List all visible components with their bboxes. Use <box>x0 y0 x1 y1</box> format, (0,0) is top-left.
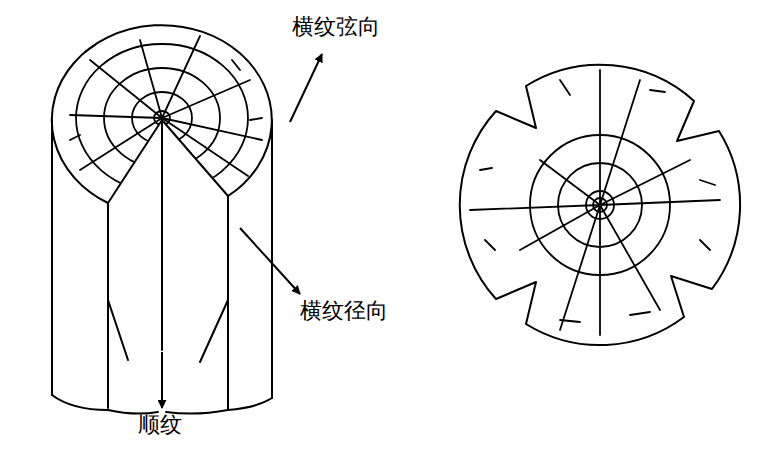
longitudinal-arrow <box>161 352 163 408</box>
tangential-arrow <box>290 54 322 122</box>
direction-label: 横纹径向 <box>300 300 388 322</box>
radial-arrow <box>240 228 300 294</box>
direction-arrows <box>162 54 322 408</box>
log-figure <box>52 25 272 413</box>
direction-label: 顺纹 <box>138 414 182 436</box>
cross-section-figure <box>460 65 740 345</box>
direction-label: 横纹弦向 <box>292 16 380 38</box>
